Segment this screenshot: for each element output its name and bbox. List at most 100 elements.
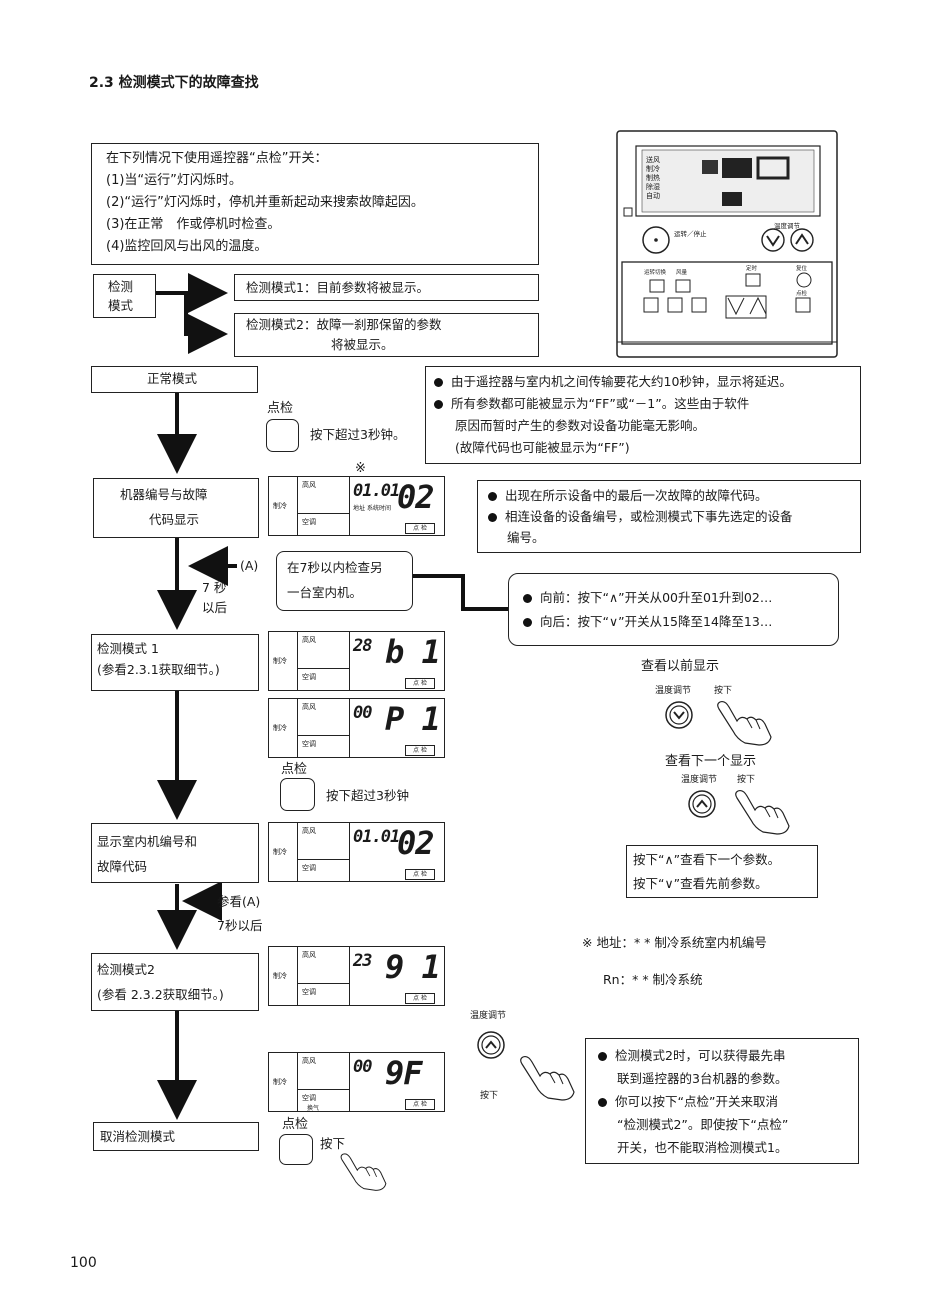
down-arrow-button[interactable] <box>664 700 694 734</box>
check-button-label: 点检 <box>282 1117 309 1132</box>
lcd-check-label: 点 检 <box>405 869 435 880</box>
delay-note-line: 由于遥控器与室内机之间传输要花大约10秒钟，显示将延迟。 <box>434 371 860 393</box>
lcd-divider <box>297 947 298 1005</box>
check-button-label: 点检 <box>267 401 294 416</box>
check-button[interactable] <box>280 778 315 811</box>
press-label: 按下 <box>480 1091 499 1101</box>
bullet-icon <box>488 513 497 522</box>
lcd-ac-label: 空调 <box>302 673 316 681</box>
unit-code-text: 代码显示 <box>149 512 200 527</box>
delay-note-line: (故障代码也可能被显示为“FF”) <box>455 440 630 455</box>
bullet-icon <box>523 594 532 603</box>
remote-button-label: 点检 <box>796 291 808 297</box>
check-button[interactable] <box>279 1134 313 1165</box>
lcd-divider <box>297 983 349 984</box>
cancel-mode-box: 取消检测模式 <box>93 1122 259 1151</box>
direction-forward: 向前：按下“∧”开关从00升至01升到02… <box>523 586 838 610</box>
lcd-divider <box>297 859 349 860</box>
bullet-icon <box>434 400 443 409</box>
direction-backward: 向后：按下“∨”开关从15降至14降至13… <box>523 610 838 634</box>
lcd-big-readout: 02 <box>397 824 435 862</box>
view-prev-press-label: 按下 <box>714 686 733 696</box>
lcd-check-label: 点 检 <box>405 1099 435 1110</box>
view-next-temp-label: 温度调节 <box>681 775 718 785</box>
intro-line: (4)监控回风与出风的温度。 <box>106 239 268 254</box>
lcd-small-readout: 01.01 <box>353 481 400 501</box>
press-3s-text: 按下超过3秒钟 <box>326 788 409 803</box>
mode-box-line: 模式 <box>108 298 134 313</box>
within7-box: 在7秒以内检查另 一台室内机。 <box>276 551 413 611</box>
show-indoor-box: 显示室内机编号和 故障代码 <box>91 823 259 883</box>
check-mode1-box: 检测模式 1 (参看2.3.1获取细节。) <box>91 634 259 691</box>
normal-mode-text: 正常模式 <box>147 371 198 386</box>
seven-sec-text: 以后 <box>202 600 228 615</box>
lcd-divider <box>349 477 350 535</box>
lcd-divider <box>297 632 298 690</box>
lcd-check-label: 点 检 <box>405 678 435 689</box>
lcd-divider <box>297 668 349 669</box>
lcd-divider <box>349 632 350 690</box>
press-3s-text: 按下超过3秒钟。 <box>310 427 406 442</box>
remote-mode-list: 送风制冷制热除湿自动 <box>646 156 660 200</box>
mode2-text: 将被显示。 <box>331 337 394 352</box>
bullet-icon <box>488 492 497 501</box>
mode1-text: 检测模式1：目前参数将被显示。 <box>246 280 429 295</box>
delay-note-box: 由于遥控器与室内机之间传输要花大约10秒钟，显示将延迟。 所有参数都可能被显示为… <box>425 366 861 464</box>
unit-code-text: 机器编号与故障 <box>120 487 208 502</box>
lcd-high-label: 高风 <box>302 827 316 835</box>
intro-line: (3)在正常 作或停机时检查。 <box>106 217 281 232</box>
show-indoor-text: 显示室内机编号和 <box>97 834 198 849</box>
lcd-cool-label: 制冷 <box>273 724 287 732</box>
bullet-icon <box>598 1098 607 1107</box>
remote-button-label: 风量 <box>676 270 688 276</box>
lcd-cool-label: 制冷 <box>273 848 287 856</box>
lcd-big-readout: 02 <box>397 478 435 516</box>
mode-box-line: 检测 <box>108 279 134 294</box>
code-note-line: 出现在所示设备中的最后一次故障的故障代码。 <box>488 485 860 506</box>
lcd-check-label: 点 检 <box>405 523 435 534</box>
check-mode2-box: 检测模式2 (参看 2.3.2获取细节。) <box>91 953 259 1011</box>
bullet-icon <box>523 618 532 627</box>
cancel-mode-text: 取消检测模式 <box>100 1129 176 1144</box>
lcd-addr-label: 地址 系统时间 <box>353 505 391 512</box>
lcd-high-label: 高风 <box>302 1057 316 1065</box>
mode2-note-box: 检测模式2时，可以获得最先串 联到遥控器的3台机器的参数。 你可以按下“点检”开… <box>585 1038 859 1164</box>
check-mode1-text: 检测模式 1 <box>97 641 159 656</box>
lcd-divider <box>349 699 350 757</box>
lcd-divider <box>297 699 298 757</box>
intro-line: (2)“运行”灯闪烁时，停机并重新起动来搜索故障起因。 <box>106 195 424 210</box>
lcd-divider <box>297 823 298 881</box>
remote-run-stop-label: 运转／停止 <box>674 230 707 238</box>
show-indoor-text: 故障代码 <box>97 859 148 874</box>
intro-line: (1)当“运行”灯闪烁时。 <box>106 173 242 188</box>
mode2-note-line: “检测模式2”。即使按下“点检” <box>617 1117 789 1132</box>
up-arrow-button[interactable] <box>687 789 717 823</box>
pressing-hand-icon <box>334 1150 394 1196</box>
mode1-box: 检测模式1：目前参数将被显示。 <box>234 274 539 301</box>
lcd-small-readout: 28 <box>353 636 373 656</box>
lcd-cool-label: 制冷 <box>273 1078 287 1086</box>
mode2-box: 检测模式2：故障一刹那保留的参数 将被显示。 <box>234 313 539 357</box>
check-button[interactable] <box>266 419 299 452</box>
lcd-divider <box>349 1053 350 1111</box>
view-prev-title: 查看以前显示 <box>641 659 720 674</box>
lcd-small-readout: 01.01 <box>353 827 400 847</box>
delay-note-line: 所有参数都可能被显示为“FF”或“－1”。这些由于软件 <box>434 393 860 415</box>
within7-text: 一台室内机。 <box>287 585 363 600</box>
remote-temp-label: 温度调节 <box>774 222 800 230</box>
lcd-divider <box>349 947 350 1005</box>
intro-box: 在下列情况下使用遥控器“点检”开关： (1)当“运行”灯闪烁时。 (2)“运行”… <box>91 143 539 265</box>
up-arrow-button[interactable] <box>476 1030 506 1064</box>
lcd-high-label: 高风 <box>302 951 316 959</box>
lcd-cool-label: 制冷 <box>273 502 287 510</box>
lcd-small-readout: 23 <box>353 951 373 971</box>
delay-note-line: 原因而暂时产生的参数对设备功能毫无影响。 <box>455 418 706 433</box>
mode2-text: 检测模式2：故障一刹那保留的参数 <box>246 317 442 332</box>
unit-code-box: 机器编号与故障 代码显示 <box>93 478 259 538</box>
lcd-high-label: 高风 <box>302 636 316 644</box>
lcd-small-readout: 00 <box>353 1057 373 1077</box>
remote-button-label: 运转切换 <box>644 270 667 276</box>
